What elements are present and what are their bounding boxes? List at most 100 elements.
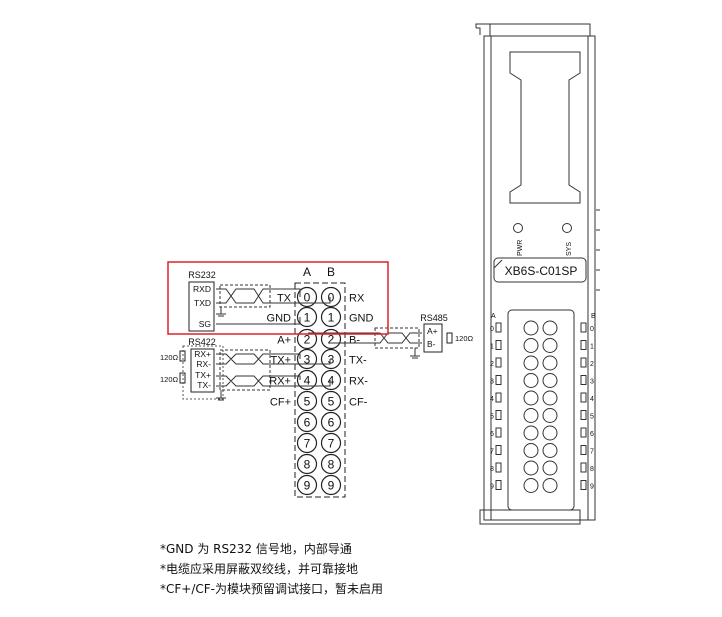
module-led-a: [495, 445, 502, 455]
terminal-a-1: [296, 306, 318, 328]
rs232-pin-txd: TXD: [194, 298, 211, 308]
rs232-pin-sg: SG: [199, 319, 211, 329]
rs232-device: [188, 281, 215, 332]
rs232-title: RS232: [188, 270, 216, 280]
terminal-b-4: [320, 369, 342, 391]
module-led-a: [495, 357, 502, 368]
module-terminal-b: [542, 355, 558, 371]
module-b-number: 4: [590, 396, 594, 403]
terminal-right-label: B-: [349, 335, 360, 347]
rs422-cable: [216, 349, 331, 401]
module-led-b: [580, 480, 587, 490]
terminal-number: 9: [328, 479, 335, 493]
module-b-number: 3: [590, 379, 594, 386]
module-terminal-b: [542, 425, 558, 441]
terminal-right-label: GND: [349, 313, 374, 325]
module-led-a: [495, 462, 502, 473]
module-led-b: [580, 375, 587, 385]
module-led-b: [580, 462, 587, 473]
module-terminal-a: [523, 320, 539, 336]
terminal-number: 5: [328, 395, 335, 409]
terminal-number: 1: [328, 311, 335, 325]
terminal-b-0: [320, 286, 342, 308]
terminal-a-9: [296, 474, 318, 496]
notes: *GND 为 RS232 信号地，内部导通 *电缆应采用屏蔽双绞线，并可靠接地 …: [160, 539, 383, 599]
module-terminal-b: [542, 478, 558, 493]
rs232-highlight-box: [167, 261, 389, 335]
rs422-device: [190, 348, 215, 393]
sys-led-label: SYS: [566, 242, 573, 256]
pwr-led: [513, 223, 523, 233]
module-terminal-b: [542, 460, 558, 476]
module-led-b: [580, 392, 587, 403]
module-terminal-a: [523, 355, 539, 371]
module-terminal-b: [542, 373, 558, 388]
module-terminal-b: [542, 338, 558, 353]
rs485-pin-b-minus: B-: [427, 339, 436, 349]
terminal-number: 6: [328, 416, 335, 430]
terminal-b-9: [320, 474, 342, 496]
module-led-b: [580, 427, 587, 438]
module-b-number: 2: [590, 361, 594, 368]
module-led-a: [495, 480, 502, 490]
terminal-number: 4: [304, 374, 311, 388]
terminal-number: 7: [328, 437, 335, 451]
terminal-b-1: [320, 306, 342, 328]
terminal-number: 5: [304, 395, 311, 409]
rs422-resistor-label-1: 120Ω: [160, 353, 179, 362]
terminal-b-5: [320, 390, 342, 412]
module-a-number: 8: [490, 466, 494, 473]
terminal-right-label: RX-: [349, 376, 368, 388]
module-a-number: 5: [490, 414, 494, 421]
module-terminal-b: [542, 320, 558, 336]
module-led-b: [580, 340, 587, 350]
module-b-number: 9: [590, 484, 594, 491]
module-terminal-a: [523, 408, 539, 423]
rs485-resistor-label: 120Ω: [455, 334, 474, 343]
column-b-label: B: [327, 265, 335, 279]
terminal-right-label: CF-: [349, 397, 368, 409]
note-2: *电缆应采用屏蔽双绞线，并可靠接地: [160, 562, 359, 576]
terminal-left-label: GND: [267, 313, 292, 325]
module-terminal-a: [523, 443, 539, 458]
terminal-number: 1: [304, 311, 311, 325]
resistor-icon: [446, 332, 453, 344]
terminal-block-frame: [294, 282, 346, 498]
module-a-number: 3: [490, 379, 494, 386]
module-b-number: 5: [590, 414, 594, 421]
module-terminal-a: [523, 425, 539, 441]
module-terminal-b: [542, 443, 558, 458]
module-terminal-a: [523, 460, 539, 476]
module-b-number: 0: [590, 326, 594, 333]
rs422-pin-tx-plus: TX+: [195, 370, 211, 380]
terminal-number: 2: [328, 333, 335, 347]
rs485-pin-a-plus: A+: [427, 326, 438, 336]
module-led-a: [495, 410, 502, 420]
module-led-a: [495, 340, 502, 350]
module-model-label: XB6S-C01SP: [505, 264, 578, 278]
sys-led: [562, 223, 572, 233]
terminal-a-7: [296, 432, 318, 454]
terminal-left-label: TX+: [271, 355, 291, 367]
module-led-b: [580, 410, 587, 420]
terminal-b-6: [320, 411, 342, 433]
module-a-number: 0: [490, 326, 494, 333]
rs422-shield: [182, 345, 224, 400]
rs422-title: RS422: [188, 337, 216, 347]
terminal-a-8: [296, 453, 318, 475]
terminal-number: 6: [304, 416, 311, 430]
module-b-number: 8: [590, 466, 594, 473]
terminal-right-label: RX: [349, 293, 365, 305]
module-terminal-a: [523, 390, 539, 406]
terminal-left-label: CF+: [270, 397, 291, 409]
rs422-pin-tx-minus: TX-: [197, 380, 211, 390]
module-b-number: 7: [590, 449, 594, 456]
note-1: *GND 为 RS232 信号地，内部导通: [160, 542, 352, 556]
module-led-a: [495, 392, 502, 403]
module-a-number: 1: [490, 344, 494, 351]
rs485-device: [423, 323, 443, 353]
module-led-b: [580, 322, 587, 333]
pwr-led-label: PWR: [517, 240, 524, 256]
module-led-b: [580, 445, 587, 455]
